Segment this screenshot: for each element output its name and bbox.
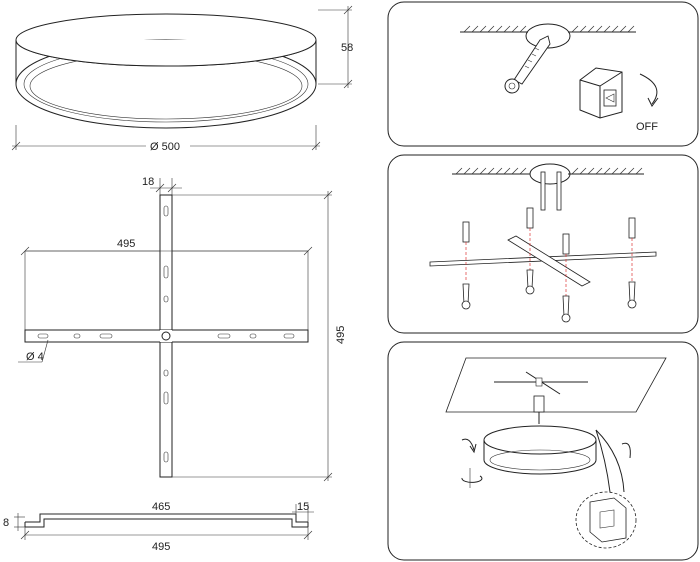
bracket-length-label: 495 — [117, 238, 135, 250]
luminaire-side-view — [15, 13, 317, 129]
bracket-width-dimension: 18 — [142, 176, 182, 195]
step3-panel — [387, 341, 699, 561]
offset-label: 15 — [297, 501, 309, 513]
diameter-dimension: Ø 500 — [11, 125, 321, 153]
bracket-height-dimension: 495 — [323, 190, 347, 482]
bracket-length-dimension: 495 — [20, 238, 313, 256]
anchor-icon — [504, 35, 551, 94]
diameter-label: Ø 500 — [150, 141, 180, 153]
inner-length-label: 465 — [152, 501, 170, 513]
off-label: OFF — [636, 121, 658, 133]
switch-off-icon — [579, 67, 623, 119]
thickness-label: 8 — [3, 517, 9, 529]
step1-panel: OFF — [387, 1, 699, 147]
total-length-label: 495 — [152, 541, 170, 553]
height-dimension: 58 — [318, 5, 353, 89]
step2-panel — [387, 154, 699, 334]
bracket-side-view: 465 15 8 495 — [3, 501, 314, 553]
bracket-top-view — [24, 194, 332, 478]
hole-diameter-label: Ø 4 — [26, 351, 44, 363]
bracket-height-label: 495 — [335, 326, 347, 344]
screws — [461, 269, 637, 323]
bracket-width-label: 18 — [142, 176, 154, 188]
hole-diameter-callout: Ø 4 — [18, 339, 49, 363]
height-label: 58 — [341, 42, 353, 54]
luminaire-icon — [483, 425, 597, 475]
